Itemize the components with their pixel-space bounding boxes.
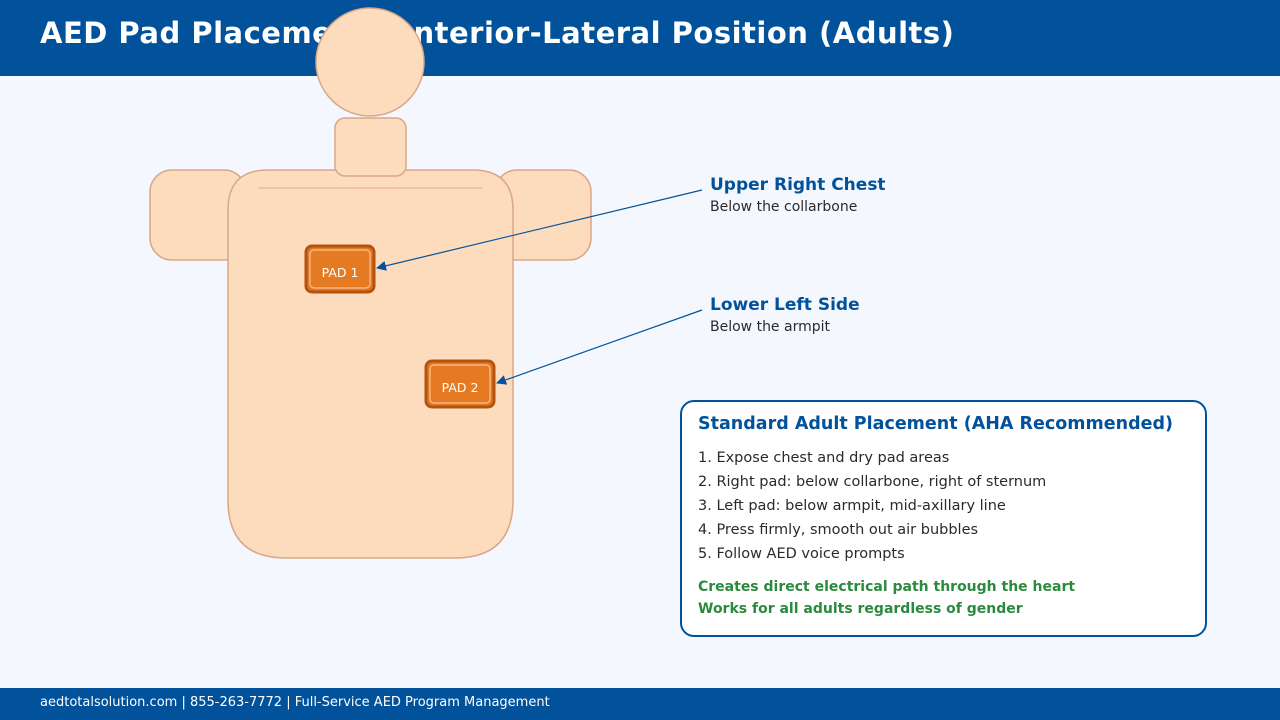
callout-upper-right-title: Upper Right Chest [710,175,886,195]
header-bar: AED Pad Placement: Anterior-Lateral Posi… [0,0,1280,76]
footer-bar: aedtotalsolution.com | 855-263-7772 | Fu… [0,688,1280,720]
neck [334,117,407,177]
callout-lower-left-title: Lower Left Side [710,295,860,315]
info-box-title: Standard Adult Placement (AHA Recommende… [698,414,1173,434]
step-item: 2. Right pad: below collarbone, right of… [698,474,1047,490]
benefit-item: Creates direct electrical path through t… [698,579,1076,595]
callout-upper-right-subtitle: Below the collarbone [710,199,858,215]
benefits-list: Creates direct electrical path through t… [698,578,1075,622]
callout-lower-left-subtitle: Below the armpit [710,319,830,335]
step-item: 5. Follow AED voice prompts [698,546,905,562]
placement-info-box: Standard Adult Placement (AHA Recommende… [680,400,1207,637]
pad-2-label: PAD 2 [442,380,479,395]
pad-1-label: PAD 1 [322,265,359,280]
step-item: 1. Expose chest and dry pad areas [698,450,950,466]
pad-1-pointer-arrow [376,189,703,271]
footer-text: aedtotalsolution.com | 855-263-7772 | Fu… [40,695,550,710]
pad-1: PAD 1 [304,244,376,294]
page-title: AED Pad Placement: Anterior-Lateral Posi… [40,16,955,50]
torso [227,169,514,559]
pad-2: PAD 2 [424,359,496,409]
placement-steps-list: 1. Expose chest and dry pad areas 2. Rig… [698,448,1046,568]
pad-2-pointer-arrow [496,309,703,385]
head [315,7,425,117]
step-item: 4. Press firmly, smooth out air bubbles [698,522,979,538]
benefit-item: Works for all adults regardless of gende… [698,601,1023,617]
step-item: 3. Left pad: below armpit, mid-axillary … [698,498,1006,514]
